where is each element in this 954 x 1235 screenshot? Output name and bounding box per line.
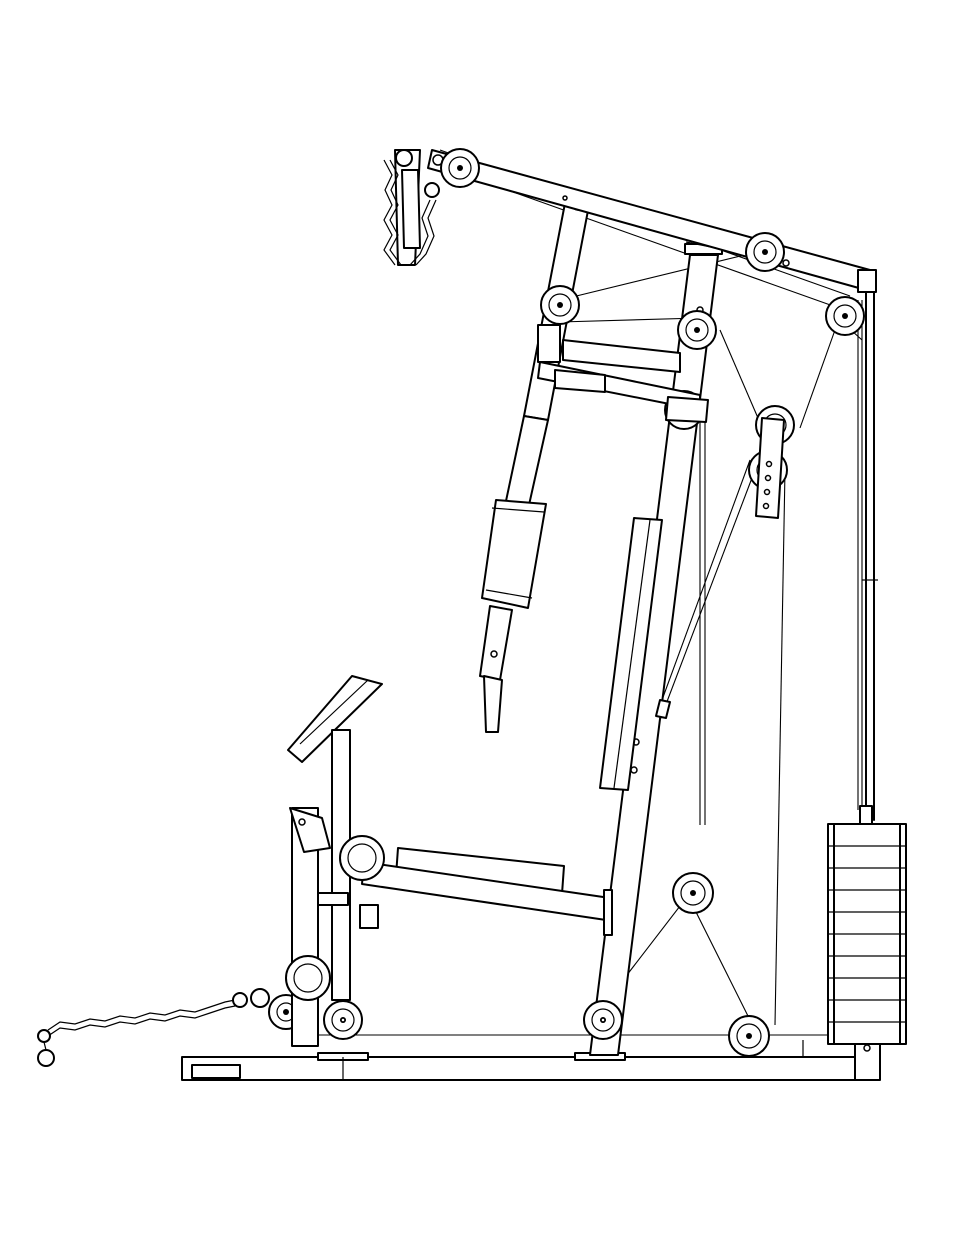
top-arm <box>428 150 876 292</box>
floating-pulley-bracket <box>756 418 784 518</box>
pulley-rear-upper <box>678 311 716 349</box>
weight-stack <box>828 806 906 1044</box>
low-pulley-chain <box>38 989 269 1066</box>
pulley-bottom-rear <box>729 1016 769 1056</box>
pulley-lat-upper <box>541 286 579 324</box>
pulley-top-front <box>441 149 479 187</box>
seat-pad <box>362 848 612 935</box>
pulley-top-mid <box>746 233 784 271</box>
base-frame <box>182 1040 880 1080</box>
weight-guide-rods <box>862 292 878 820</box>
pulley-top-rear <box>826 297 864 335</box>
press-arm-pad <box>480 500 546 732</box>
pulley-lower-mid <box>673 873 713 913</box>
upright-base-bolts <box>341 1018 605 1022</box>
